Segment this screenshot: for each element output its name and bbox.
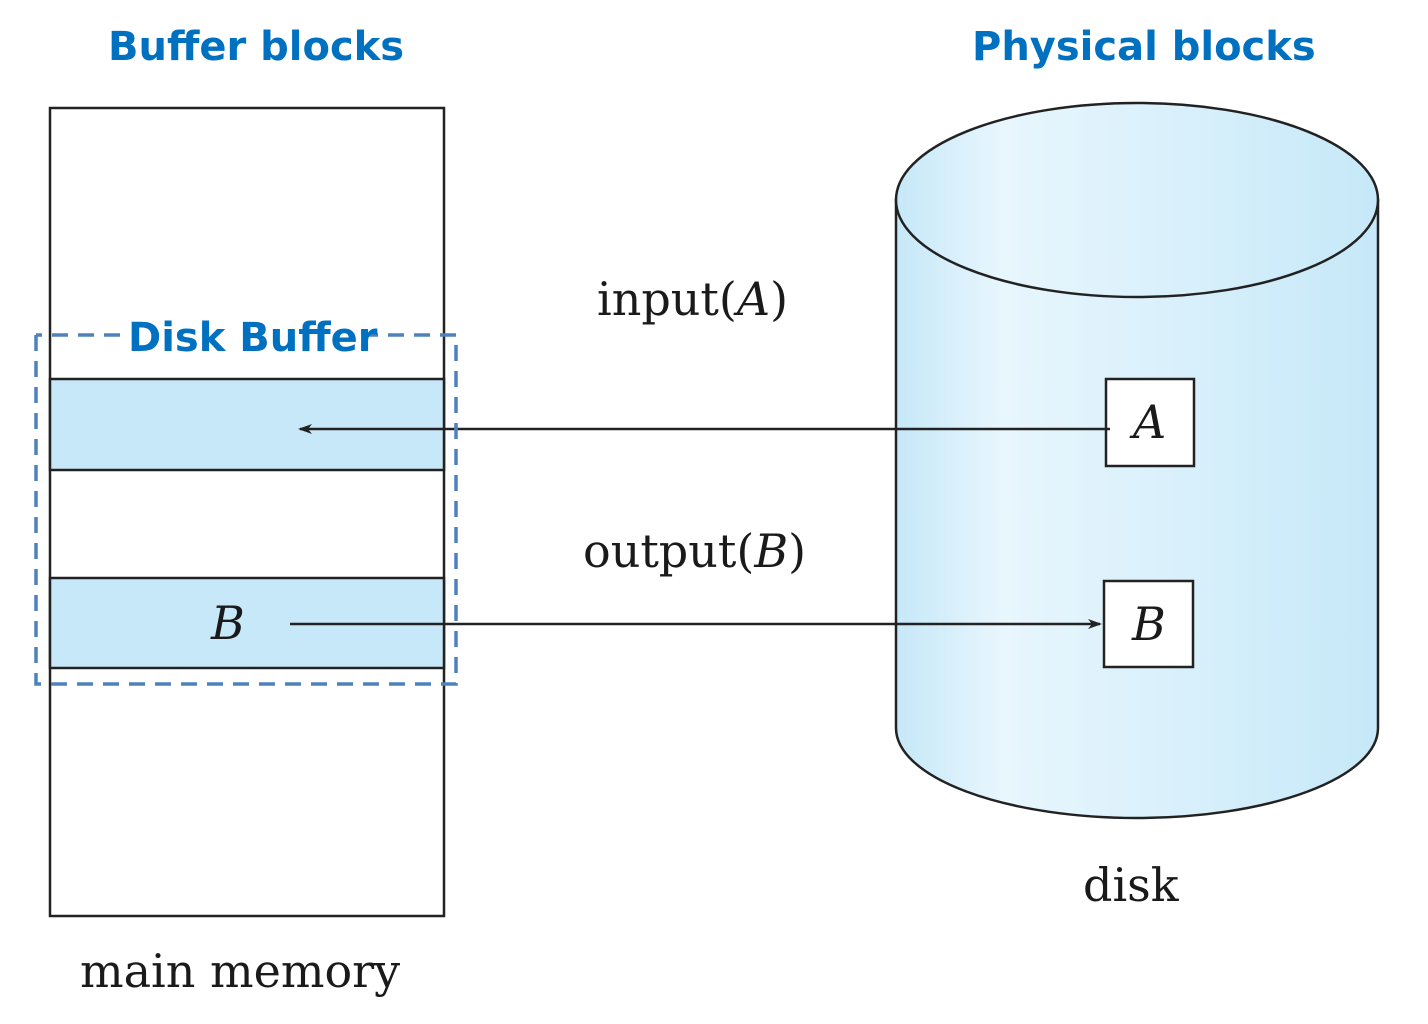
disk-cylinder [894,101,1380,820]
disk-block-a [1104,377,1196,468]
output-operation-label: output(B) [583,528,806,574]
disk-block-a-letter: A [1133,395,1167,449]
disk-buffer-heading: Disk Buffer [128,315,378,361]
input-operation-label: input(A) [597,276,788,322]
buffer-blocks-heading: Buffer blocks [108,24,405,70]
output-op-arg: B [754,524,789,578]
input-op-name: input [597,272,719,326]
memory-block-b-label: B [211,600,245,646]
memory-block-b-letter: B [211,596,245,650]
input-op-arg: A [736,272,771,326]
disk-block-b-label: B [1132,601,1166,647]
disk-buffer-dashed-box [34,333,458,686]
disk-caption: disk [1083,858,1179,912]
output-open-paren: ( [736,524,755,578]
input-close-paren: ) [770,272,789,326]
main-memory-box [48,106,446,918]
memory-buffer-block-a [48,377,446,472]
output-op-name: output [583,524,737,578]
disk-block-b-letter: B [1132,597,1166,651]
main-memory-caption: main memory [80,944,401,998]
disk-block-b [1102,579,1195,669]
disk-block-a-label: A [1133,399,1166,445]
input-open-paren: ( [718,272,737,326]
output-close-paren: ) [788,524,807,578]
physical-blocks-heading: Physical blocks [972,24,1316,70]
